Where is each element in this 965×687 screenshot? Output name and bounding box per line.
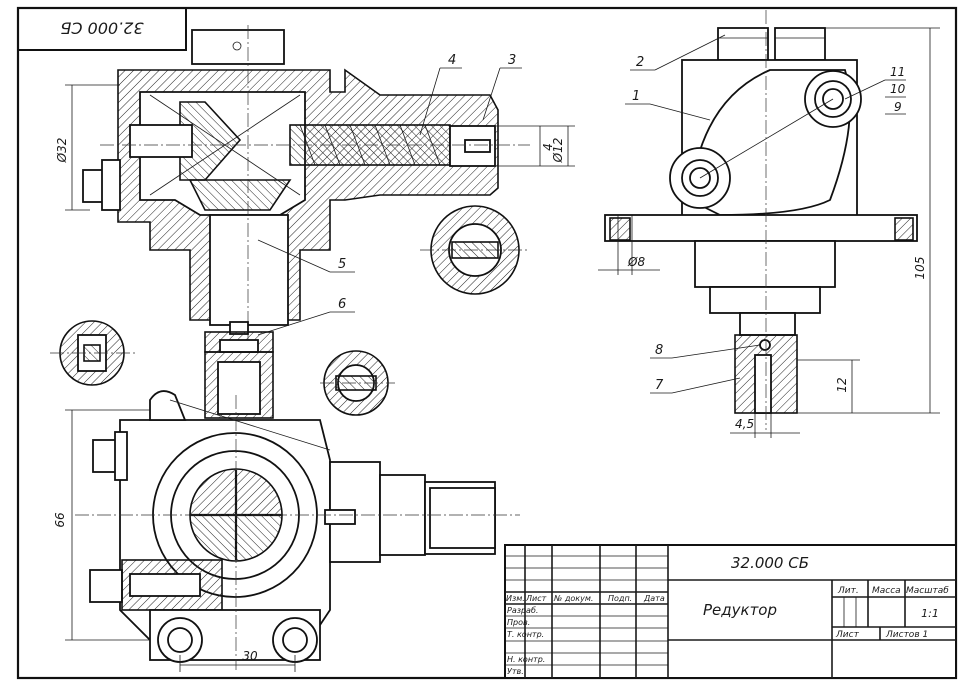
dim-4-5-label: 4,5	[735, 417, 754, 431]
mirrored-stamp: 32.000 СБ	[17, 7, 187, 51]
side-view	[604, 10, 918, 430]
callout-6: 6	[338, 297, 346, 312]
dim-4-label: 4	[541, 143, 555, 151]
dim-66-label: 66	[53, 512, 67, 528]
callout-3: 3	[508, 53, 516, 68]
dim-30: 30	[179, 649, 296, 672]
coupling-part	[204, 321, 274, 419]
dim-d32: Ø32	[55, 84, 120, 211]
dim-105-label: 105	[913, 257, 927, 280]
callout-7: 7	[655, 378, 664, 393]
hdr-lit: Лит.	[837, 586, 859, 596]
top-view	[75, 390, 520, 670]
row-tkontr: Т. контр.	[507, 630, 544, 639]
hdr-list: Лист	[525, 594, 547, 603]
callouts-side: 2 1 11 10 9 8 7	[625, 34, 906, 394]
dim-66: 66	[53, 409, 150, 641]
callout-5: 5	[338, 257, 346, 272]
sheet-border	[16, 6, 958, 680]
row-prov: Пров.	[507, 618, 530, 627]
title-name: Редуктор	[703, 601, 777, 619]
callouts-front: 4 3 5 6	[257, 53, 522, 336]
dim-d32-label: Ø32	[55, 138, 69, 164]
scale-value: 1:1	[921, 607, 939, 620]
dim-4-5: 4,5	[730, 413, 800, 438]
callout-8: 8	[655, 343, 663, 358]
callout-10: 10	[890, 82, 906, 96]
dim-d8-label: Ø8	[627, 255, 645, 269]
hdr-izm: Изм.	[506, 594, 525, 603]
hdr-scale: Масштаб	[906, 586, 949, 596]
section-circle-right	[420, 205, 530, 295]
dim-d12: 4 Ø12	[495, 125, 575, 167]
dim-d12-label: Ø12	[551, 138, 565, 164]
sheets-count: Листов 1	[885, 630, 928, 640]
hdr-doc: № докум.	[553, 594, 593, 603]
hdr-date: Дата	[643, 594, 665, 603]
hdr-mass: Масса	[872, 586, 901, 596]
hdr-sign: Подп.	[608, 594, 632, 603]
callout-4: 4	[448, 53, 456, 68]
title-designation: 32.000 СБ	[731, 554, 809, 572]
sheet-label: Лист	[835, 630, 860, 640]
section-circle-left	[50, 320, 135, 386]
dim-12-label: 12	[835, 377, 849, 392]
mirrored-code: 32.000 СБ	[60, 19, 143, 38]
callout-9: 9	[894, 100, 902, 114]
front-section-view	[82, 25, 530, 340]
title-block: 32.000 СБ Редуктор Изм. Лист № докум. По…	[504, 544, 957, 679]
row-utv: Утв.	[507, 667, 524, 676]
callout-1: 1	[632, 89, 640, 104]
row-nkontr: Н. контр.	[507, 655, 545, 664]
callout-11: 11	[890, 65, 905, 79]
callout-2: 2	[636, 55, 644, 70]
dim-d8: Ø8	[598, 215, 660, 275]
dim-12: 12	[797, 359, 860, 413]
dim-30-label: 30	[242, 649, 258, 663]
dim-105: 105	[797, 27, 940, 414]
section-circle-mid	[320, 350, 395, 416]
row-razrab: Разраб.	[507, 606, 538, 615]
